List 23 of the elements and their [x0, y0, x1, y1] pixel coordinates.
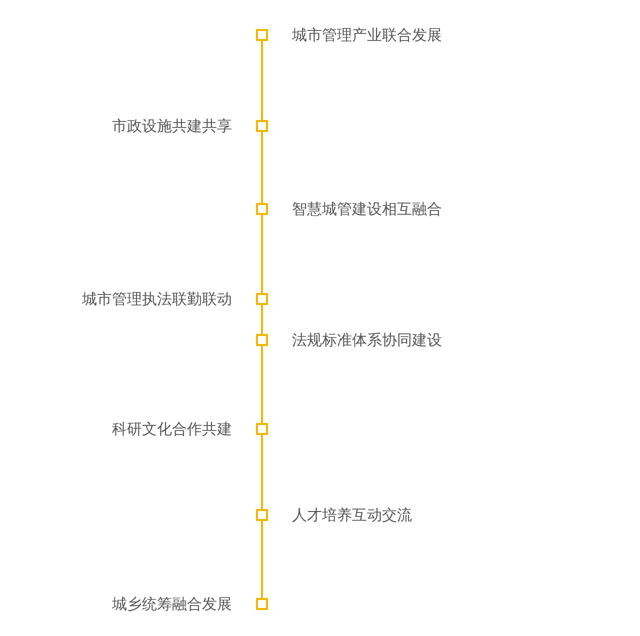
- timeline-line: [261, 521, 263, 598]
- milestone-label: 科研文化合作共建: [112, 419, 232, 439]
- timeline-marker: [256, 423, 268, 435]
- timeline-marker: [256, 29, 268, 41]
- timeline-marker: [256, 120, 268, 132]
- timeline-line: [261, 215, 263, 293]
- milestone-label: 城市管理执法联勤联动: [82, 289, 232, 309]
- timeline-marker: [256, 203, 268, 215]
- milestone-label: 智慧城管建设相互融合: [292, 199, 442, 219]
- timeline-line: [261, 132, 263, 203]
- timeline-marker: [256, 293, 268, 305]
- milestone-label: 市政设施共建共享: [112, 116, 232, 136]
- milestone-label: 人才培养互动交流: [292, 505, 412, 525]
- timeline-marker: [256, 598, 268, 610]
- timeline-line: [261, 41, 263, 120]
- timeline-line: [261, 305, 263, 334]
- timeline-marker: [256, 334, 268, 346]
- timeline-marker: [256, 509, 268, 521]
- timeline-line: [261, 435, 263, 509]
- timeline-line: [261, 346, 263, 423]
- milestone-label: 城乡统筹融合发展: [112, 594, 232, 614]
- milestone-label: 城市管理产业联合发展: [292, 25, 442, 45]
- milestone-label: 法规标准体系协同建设: [292, 330, 442, 350]
